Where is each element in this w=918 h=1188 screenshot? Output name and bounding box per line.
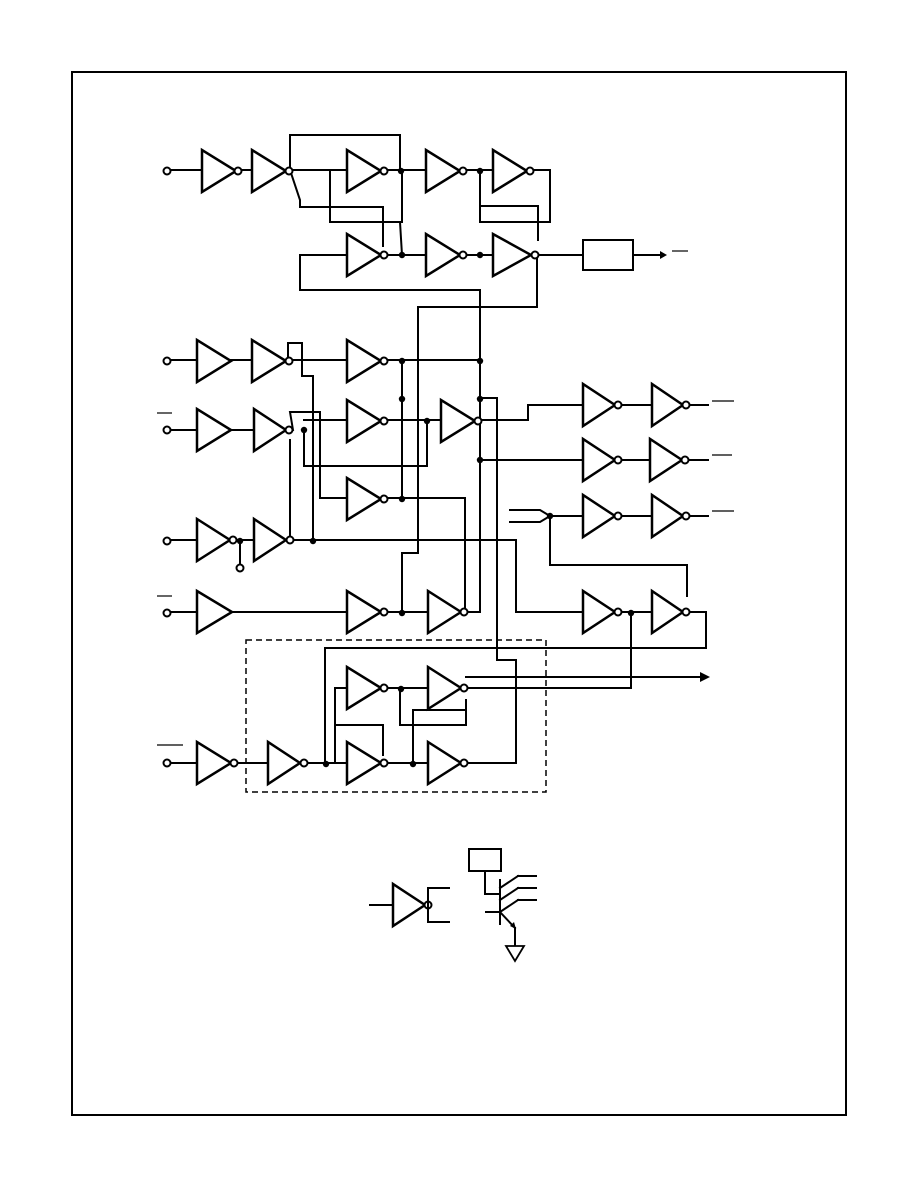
buffer-gate xyxy=(195,406,234,454)
inverter-gate xyxy=(250,147,294,195)
inverter-gate xyxy=(581,492,623,540)
inverter-gate xyxy=(345,475,389,523)
inverter-gate xyxy=(345,147,389,195)
inverter-gate xyxy=(426,664,469,712)
inverter-gate xyxy=(266,739,309,787)
inverter-gate xyxy=(491,147,535,195)
legend-transistor-symbol xyxy=(468,848,537,963)
inverter-gates xyxy=(195,147,691,787)
inverter-gate xyxy=(345,231,389,279)
inverter-gate xyxy=(345,588,389,636)
output-block xyxy=(582,239,634,271)
inverter-gate xyxy=(345,739,389,787)
legend-inverter-symbol xyxy=(369,881,450,929)
ground-icon xyxy=(504,945,526,963)
junction-dots xyxy=(236,167,635,768)
inverter-gate xyxy=(650,381,691,429)
inverter-gate xyxy=(491,231,540,279)
inverter-gate xyxy=(424,147,468,195)
inverter-gate xyxy=(424,231,468,279)
signal-overbars xyxy=(157,250,734,746)
inverter-gate xyxy=(345,337,389,385)
inverter-gate xyxy=(648,436,690,484)
inverter-gate xyxy=(581,381,623,429)
inverter-gate xyxy=(200,147,243,195)
inverter-gate xyxy=(345,397,389,445)
inverter-gate xyxy=(650,588,691,636)
inverter-gate xyxy=(252,516,295,564)
wires xyxy=(169,134,710,764)
inverter-gate xyxy=(252,406,294,454)
buffer-gate xyxy=(195,337,234,385)
inverter-gate xyxy=(426,739,469,787)
inverter-gate xyxy=(650,492,691,540)
inverter-gate xyxy=(581,588,623,636)
input-pins xyxy=(162,166,245,768)
inverter-gate xyxy=(345,664,389,712)
inverter-gate xyxy=(581,436,623,484)
buffer-gate xyxy=(195,588,235,636)
inverter-gate xyxy=(439,397,483,445)
inverter-gate xyxy=(195,516,238,564)
inverter-gate xyxy=(426,588,469,636)
figure-frame xyxy=(71,71,847,1116)
inverter-gate xyxy=(250,337,294,385)
inverter-gate xyxy=(195,739,239,787)
dashed-module-boundary xyxy=(245,639,547,793)
